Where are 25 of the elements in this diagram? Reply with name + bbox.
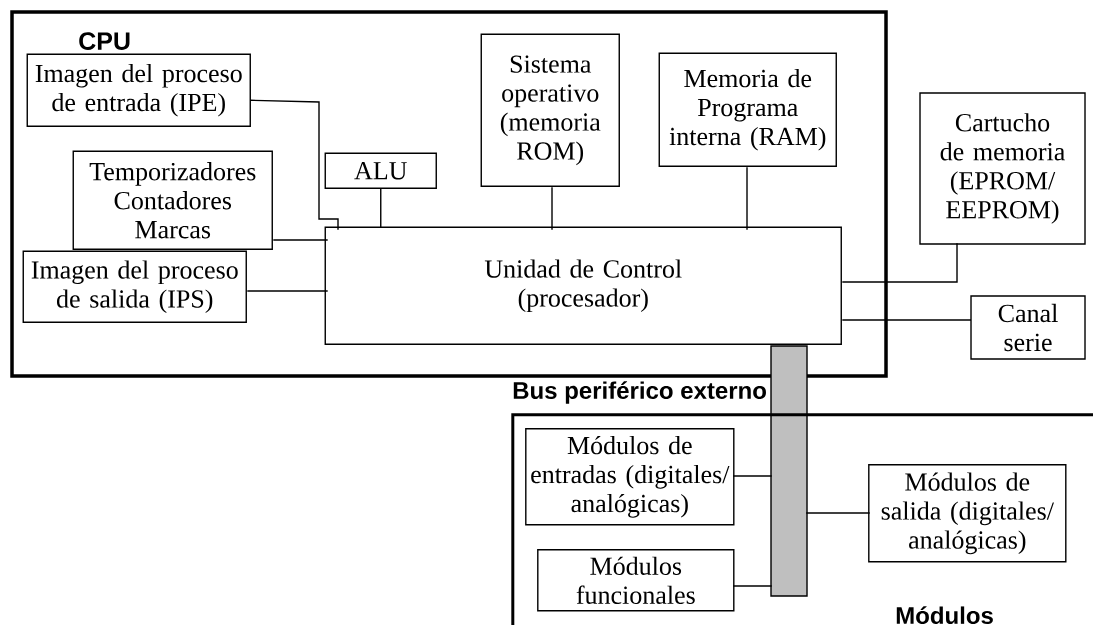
connector-line [273, 239, 328, 241]
bus-bar [770, 345, 808, 597]
process-box: Cartucho de memoria (EPROM/ EEPROM) [919, 92, 1086, 245]
connector-line [842, 243, 958, 283]
connector-line [733, 585, 772, 587]
connector-line [551, 187, 553, 230]
process-box: Módulos funcionales [537, 549, 735, 612]
process-box: Memoria de Programa interna (RAM) [658, 52, 837, 167]
process-box: Imagen del proceso de entrada (IPE) [26, 53, 251, 127]
connector-line [842, 319, 971, 321]
connector-line [250, 99, 339, 230]
connector-line [806, 512, 870, 514]
bus-label: Bus periférico externo [513, 381, 766, 404]
process-box: Temporizadores Contadores Marcas [72, 150, 273, 250]
process-box: Imagen del proceso de salida (IPS) [22, 250, 247, 323]
process-box: ALU [324, 152, 437, 189]
process-box: Canal serie [970, 295, 1086, 360]
process-box: Unidad de Control (procesador) [324, 226, 842, 345]
process-box: Sistema operativo (memoria ROM) [480, 33, 620, 187]
connector-line [733, 475, 772, 477]
process-box: Módulos de entradas (digitales/ analógicas) [525, 428, 735, 526]
connector-line [380, 188, 382, 228]
connector-line [247, 290, 328, 292]
process-box: Módulos de salida (digitales/ analógicas) [868, 464, 1067, 563]
connector-line [746, 167, 748, 230]
